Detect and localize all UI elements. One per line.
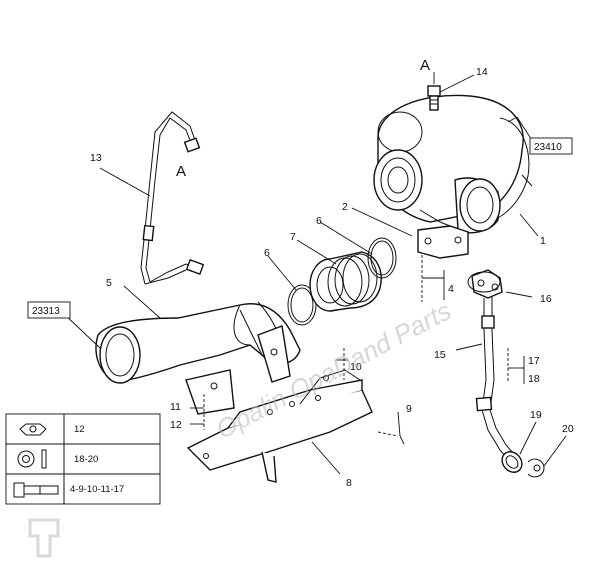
callout-15: 15	[434, 349, 446, 361]
legend-nut-value: 12	[74, 424, 85, 435]
clip-washer	[527, 458, 545, 478]
legend-bolt-value: 4-9-10-11-17	[70, 484, 124, 495]
callout-6a: 6	[264, 247, 270, 259]
bolt-icon	[13, 482, 59, 498]
callout-6b: 6	[316, 215, 322, 227]
callout-16: 16	[540, 293, 552, 305]
callout-10: 10	[350, 361, 362, 373]
callout-5: 5	[106, 277, 112, 289]
callout-8: 8	[346, 477, 352, 489]
callout-2: 2	[342, 201, 348, 213]
callout-14: 14	[476, 66, 488, 78]
nut-icon	[19, 423, 47, 436]
intake-elbow-pipe	[95, 301, 301, 415]
oil-return-pipe	[471, 269, 523, 473]
reference-intake-text: 23313	[32, 306, 60, 317]
support-bracket	[186, 369, 373, 483]
callout-9: 9	[406, 403, 412, 415]
leader-lines	[61, 72, 567, 475]
callout-12: 12	[170, 419, 182, 431]
callout-18: 18	[528, 373, 540, 385]
callout-13: 13	[90, 152, 102, 164]
oil-feed-pipe	[140, 111, 205, 285]
callout-20: 20	[562, 423, 574, 435]
callout-4: 4	[448, 283, 454, 295]
silicone-hose	[309, 251, 382, 312]
fastener-legend: 12 18-20 4-9-10-11-17	[5, 413, 161, 505]
washer-icon	[17, 449, 47, 469]
reference-box-turbo: 23410	[529, 137, 573, 155]
reference-box-intake: 23313	[27, 301, 71, 319]
connection-letter-top: A	[420, 57, 430, 74]
watermark-logo	[28, 518, 60, 558]
turbocharger	[373, 94, 533, 259]
legend-washer-value: 18-20	[74, 454, 98, 465]
callout-1: 1	[540, 235, 546, 247]
callouts: 1 2 4 5 6 6 7 8 9 10 11 12 13 14 15 16 1…	[90, 57, 574, 489]
hose-clamp-right	[367, 237, 397, 279]
callout-19: 19	[530, 409, 542, 421]
oil-fitting	[427, 85, 441, 111]
bolt-reference-markers	[190, 255, 525, 445]
callout-11: 11	[170, 401, 181, 413]
hose-clamp-left	[287, 284, 317, 326]
callout-17: 17	[528, 355, 540, 367]
reference-turbo-text: 23410	[534, 142, 562, 153]
callout-7: 7	[290, 231, 296, 243]
connection-letter-pipe: A	[176, 163, 186, 180]
gasket	[467, 271, 501, 293]
